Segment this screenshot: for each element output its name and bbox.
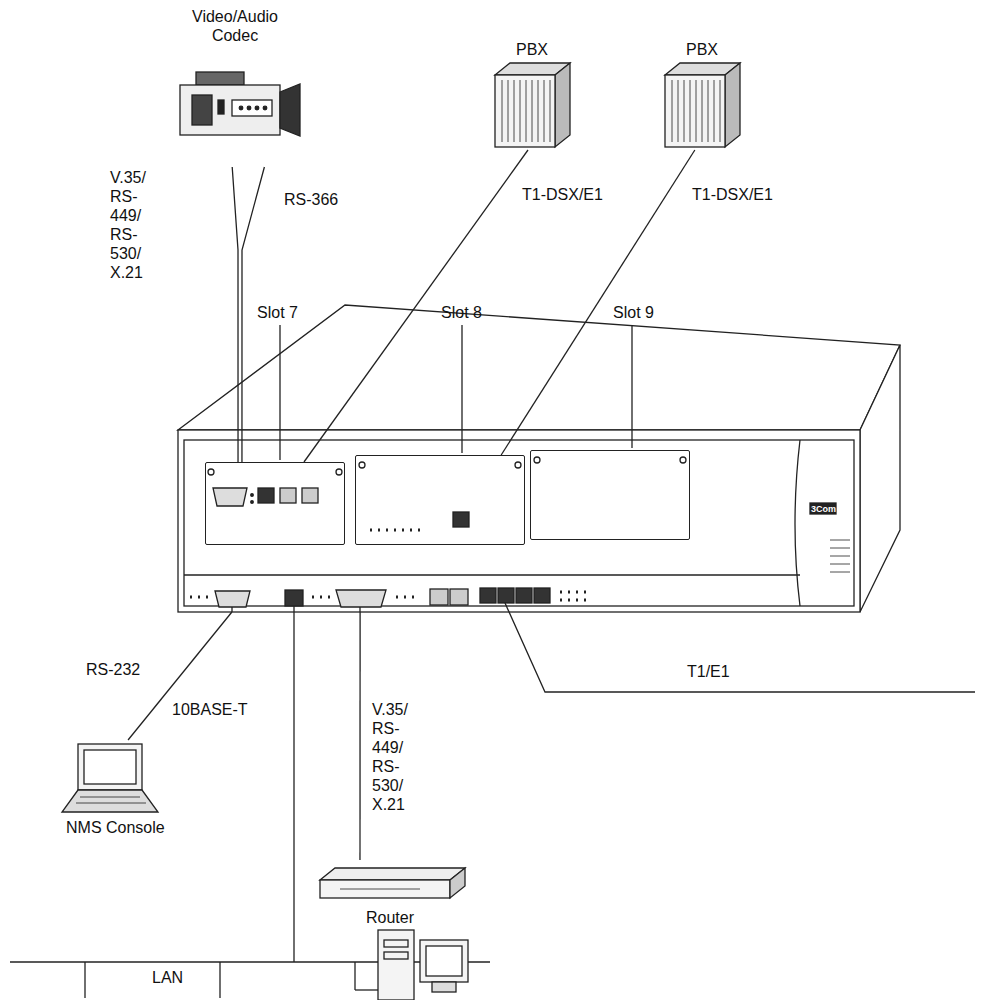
pbx-node: PBX [660, 38, 745, 150]
interface-label: V.35/ RS-449/ RS-530/ X.21 [108, 168, 148, 282]
cable-line [232, 167, 238, 462]
interface-label: RS-232 [84, 660, 142, 679]
interface-label: T1/E1 [685, 662, 732, 681]
interface-label: LAN [150, 968, 185, 987]
slot-card: Slot 7 [205, 462, 345, 545]
router-icon [320, 868, 465, 898]
slot-card: Slot 8 [355, 455, 525, 545]
codec-node: Video/Audio Codec [165, 5, 305, 167]
interface-label: V.35/ RS-449/ RS-530/ X.21 [370, 700, 410, 814]
interface-label: 10BASE-T [170, 700, 250, 719]
pbx-node: PBX [490, 38, 575, 150]
interface-label: T1-DSX/E1 [520, 185, 605, 204]
console-node: NMS Console [40, 740, 190, 850]
chassis-node: 3Com Slot 7Slot 8Slot 9 [178, 430, 860, 612]
laptop-icon [62, 744, 158, 812]
workstation-icon [378, 930, 468, 1000]
node-label: Slot 8 [441, 303, 482, 322]
cable-line [501, 150, 695, 455]
cable-line [359, 612, 360, 860]
camera-icon [180, 72, 300, 136]
node-label: Router [366, 908, 414, 927]
interface-label: RS-366 [282, 190, 340, 209]
node-label: Slot 7 [257, 303, 298, 322]
slot-card: Slot 9 [530, 450, 690, 540]
node-label: NMS Console [66, 818, 165, 837]
node-label: Video/Audio Codec [192, 7, 278, 45]
cable-line [128, 612, 232, 740]
node-label: PBX [686, 40, 718, 59]
chassis-drawing [178, 305, 900, 612]
pbx-icon [495, 63, 570, 147]
brand-logo: 3Com [811, 504, 836, 515]
router-node: Router [315, 860, 465, 930]
node-label: PBX [516, 40, 548, 59]
interface-label: T1-DSX/E1 [690, 185, 775, 204]
pbx-icon [665, 63, 740, 147]
node-label: Slot 9 [613, 303, 654, 322]
